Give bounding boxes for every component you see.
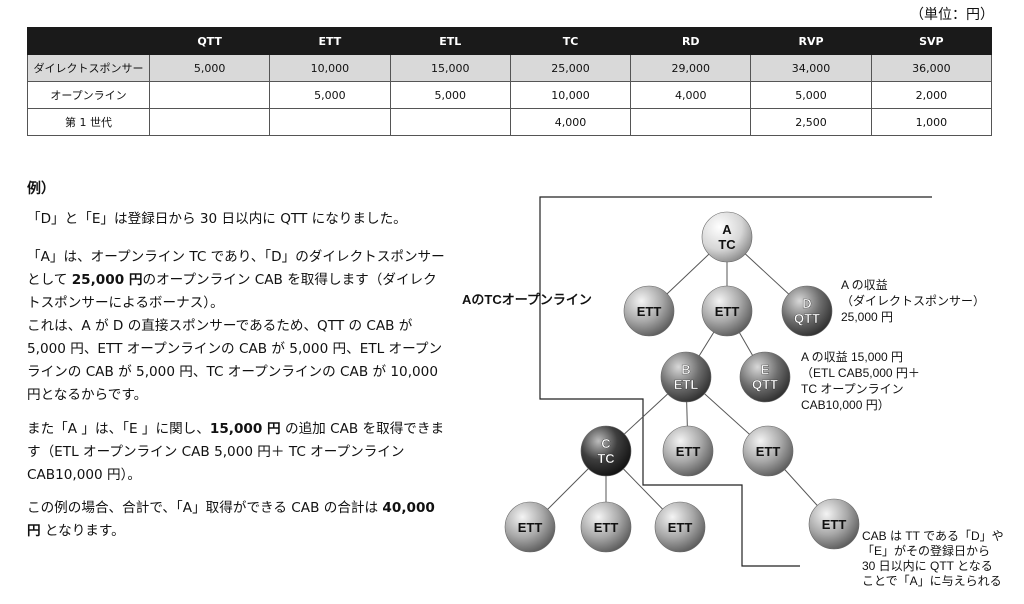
tree-node-circle (504, 501, 556, 553)
tree-node-label: ETT (756, 444, 781, 459)
tree-node-label: ETT (668, 520, 693, 535)
open-line-bracket (539, 196, 932, 567)
table-cell: 34,000 (750, 54, 872, 82)
tree-node-label: QTT (752, 377, 778, 392)
cab-condition-note: 30 日以内に QTT となる (862, 559, 993, 573)
table-cell: 2,000 (870, 81, 993, 109)
table-header-cell: RVP (750, 27, 872, 55)
open-line-label: AのTCオープンライン (462, 292, 592, 307)
tree-node-circle (623, 285, 675, 337)
table-row-header: ダイレクトスポンサー (27, 54, 150, 82)
tree-node-circle (739, 351, 791, 403)
tree-node-ett7: ETT (654, 501, 706, 553)
tree-node-label: A (722, 222, 732, 237)
table-cell: 36,000 (870, 54, 993, 82)
cab-condition-note: 「E」がその登録日から (862, 543, 990, 558)
tree-node-ett1: ETT (623, 285, 675, 337)
example-paragraph-1: 「D」と「E」は登録日から 30 日以内に QTT になりました。 (27, 211, 407, 227)
income-note-e: （ETL CAB5,000 円＋ (801, 366, 920, 380)
tree-node-label: ETT (637, 304, 662, 319)
cab-condition-note: CAB は TT である「D」や (862, 529, 1004, 543)
example-paragraph-4: また「A 」は、「E 」に関し、15,000 円 の追加 CAB を取得できます… (27, 421, 445, 483)
tree-node-label: ETT (518, 520, 543, 535)
tree-node-c: CTC (580, 425, 632, 477)
table-cell (630, 108, 752, 136)
cab-condition-note: ことで「A」に与えられる (862, 574, 1002, 588)
table-header-cell: SVP (870, 27, 993, 55)
tree-node-label: QTT (794, 311, 820, 326)
table-row: ダイレクトスポンサー 5,000 10,000 15,000 25,000 29… (27, 54, 993, 82)
tree-node-label: ETT (594, 520, 619, 535)
example-paragraph-2: 「A」は、オープンライン TC であり、「D」のダイレクトスポンサーとして 25… (27, 249, 445, 311)
income-note-e: CAB10,000 円） (801, 398, 890, 412)
tree-node-ett5: ETT (504, 501, 556, 553)
table-row-header: オープンライン (27, 81, 150, 109)
tree-node-ett6: ETT (580, 501, 632, 553)
cab-table: QTT ETT ETL TC RD RVP SVP ダイレクトスポンサー 5,0… (27, 27, 993, 136)
table-cell: 5,000 (148, 54, 271, 82)
table-cell: 5,000 (389, 81, 511, 109)
tree-node-circle (660, 351, 712, 403)
income-note-d: （ダイレクトスポンサー） (841, 293, 985, 308)
tree-node-ett8: ETT (808, 498, 860, 550)
tree-node-circle (654, 501, 706, 553)
table-header-cell: TC (509, 27, 632, 55)
tree-node-circle (781, 285, 833, 337)
table-cell: 29,000 (630, 54, 752, 82)
table-header-cell: ETL (389, 27, 511, 55)
tree-node-circle (580, 501, 632, 553)
tree-node-label: C (601, 436, 611, 451)
table-row: 第 1 世代 4,000 2,500 1,000 (27, 108, 993, 136)
example-paragraph-5: この例の場合、合計で、「A」取得ができる CAB の合計は 40,000 円 と… (27, 500, 435, 539)
tree-node-label: D (802, 296, 811, 311)
tree-node-circle (701, 211, 753, 263)
table-cell (269, 108, 391, 136)
table-header-cell: RD (630, 27, 752, 55)
tree-node-label: E (761, 362, 770, 377)
tree-node-label: ETT (676, 444, 701, 459)
example-paragraph-3: これは、A が D の直接スポンサーであるため、QTT の CAB が 5,00… (27, 318, 443, 403)
tree-node-circle (808, 498, 860, 550)
table-cell: 4,000 (509, 108, 632, 136)
table-row: オープンライン 5,000 5,000 10,000 4,000 5,000 2… (27, 81, 993, 109)
unit-label: （単位：円） (910, 7, 994, 23)
tree-node-label: TC (718, 237, 736, 252)
table-cell: 5,000 (269, 81, 391, 109)
tree-node-circle (580, 425, 632, 477)
tree-node-label: ETT (715, 304, 740, 319)
table-cell: 5,000 (750, 81, 872, 109)
table-cell (389, 108, 511, 136)
table-cell (148, 81, 271, 109)
example-title: 例） (27, 181, 55, 197)
tree-node-ett2: ETT (701, 285, 753, 337)
tree-node-label: B (681, 362, 690, 377)
tree-node-label: ETL (674, 377, 699, 392)
tree-node-ett3: ETT (662, 425, 714, 477)
table-header-row: QTT ETT ETL TC RD RVP SVP (27, 27, 993, 55)
income-note-d: A の収益 (841, 278, 888, 292)
income-note-e: TC オープンライン (801, 382, 904, 396)
income-note-e: A の収益 15,000 円 (801, 350, 903, 364)
tree-node-ett4: ETT (742, 425, 794, 477)
tree-node-circle (701, 285, 753, 337)
table-cell: 10,000 (509, 81, 632, 109)
table-cell (148, 108, 271, 136)
tree-node-label: TC (597, 451, 615, 466)
tree-node-a: ATC (701, 211, 753, 263)
income-note-d: 25,000 円 (841, 310, 893, 324)
table-cell: 10,000 (269, 54, 391, 82)
tree-node-circle (742, 425, 794, 477)
tree-node-label: ETT (822, 517, 847, 532)
table-cell: 1,000 (870, 108, 993, 136)
table-cell: 2,500 (750, 108, 872, 136)
tree-node-circle (662, 425, 714, 477)
